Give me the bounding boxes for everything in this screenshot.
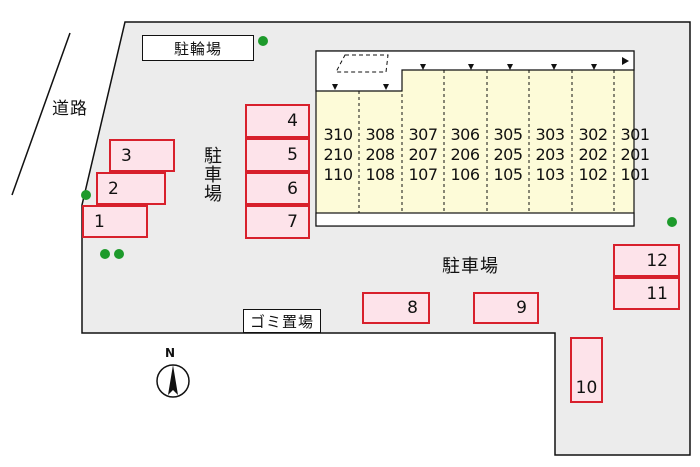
tree-icon <box>100 249 110 259</box>
unit-307: 307 <box>408 125 438 144</box>
parking-spot-5: 5 <box>245 138 310 172</box>
unit-206: 206 <box>450 145 480 164</box>
unit-column-307: 307 207 107 <box>402 125 444 185</box>
unit-203: 203 <box>535 145 565 164</box>
entrance-arrows <box>332 57 629 90</box>
parking-spot-10: 10 <box>570 337 603 403</box>
compass-icon <box>156 364 190 398</box>
unit-302: 302 <box>578 125 608 144</box>
bicycle-parking-label: 駐輪場 <box>142 35 254 61</box>
parking-spot-1: 1 <box>82 205 148 238</box>
parking-label-vertical: 駐車場 <box>199 146 223 203</box>
unit-101: 101 <box>620 165 650 184</box>
parking-label-vertical-text: 駐車場 <box>201 146 222 203</box>
unit-105: 105 <box>493 165 523 184</box>
unit-301: 301 <box>620 125 650 144</box>
parking-spot-9: 9 <box>473 292 539 324</box>
parking-spot-8: 8 <box>362 292 430 324</box>
parking-spot-7: 7 <box>245 205 310 239</box>
north-label: N <box>165 346 176 360</box>
unit-208: 208 <box>365 145 395 164</box>
tree-icon <box>81 190 91 200</box>
parking-spot-11: 11 <box>613 277 680 310</box>
unit-dividers <box>358 70 615 213</box>
unit-column-306: 306 206 106 <box>444 125 486 185</box>
unit-107: 107 <box>408 165 438 184</box>
unit-306: 306 <box>450 125 480 144</box>
unit-column-305: 305 205 105 <box>487 125 529 185</box>
unit-310: 310 <box>323 125 353 144</box>
unit-column-303: 303 203 103 <box>529 125 571 185</box>
garbage-area-label: ゴミ置場 <box>243 309 321 333</box>
unit-303: 303 <box>535 125 565 144</box>
unit-column-302: 302 202 102 <box>572 125 614 185</box>
parking-spot-4: 4 <box>245 104 310 138</box>
unit-110: 110 <box>323 165 353 184</box>
parking-label-center: 駐車場 <box>442 256 499 277</box>
tree-icon <box>258 36 268 46</box>
unit-308: 308 <box>365 125 395 144</box>
unit-201: 201 <box>620 145 650 164</box>
unit-103: 103 <box>535 165 565 184</box>
parking-spot-3: 3 <box>109 139 175 172</box>
parking-spot-2: 2 <box>96 172 166 205</box>
parking-spot-6: 6 <box>245 172 310 205</box>
stair-dashed <box>335 54 389 73</box>
unit-column-308: 308 208 108 <box>359 125 401 185</box>
unit-108: 108 <box>365 165 395 184</box>
unit-202: 202 <box>578 145 608 164</box>
unit-305: 305 <box>493 125 523 144</box>
unit-205: 205 <box>493 145 523 164</box>
parking-spot-12: 12 <box>613 244 680 277</box>
unit-column-301: 301 201 101 <box>614 125 656 185</box>
unit-106: 106 <box>450 165 480 184</box>
unit-207: 207 <box>408 145 438 164</box>
unit-102: 102 <box>578 165 608 184</box>
tree-icon <box>667 217 677 227</box>
road-edge-line <box>11 32 71 196</box>
unit-210: 210 <box>323 145 353 164</box>
tree-icon <box>114 249 124 259</box>
balcony-strip <box>315 212 635 227</box>
road-label-text: 道路 <box>52 99 88 119</box>
unit-column-310: 310 210 110 <box>317 125 359 185</box>
